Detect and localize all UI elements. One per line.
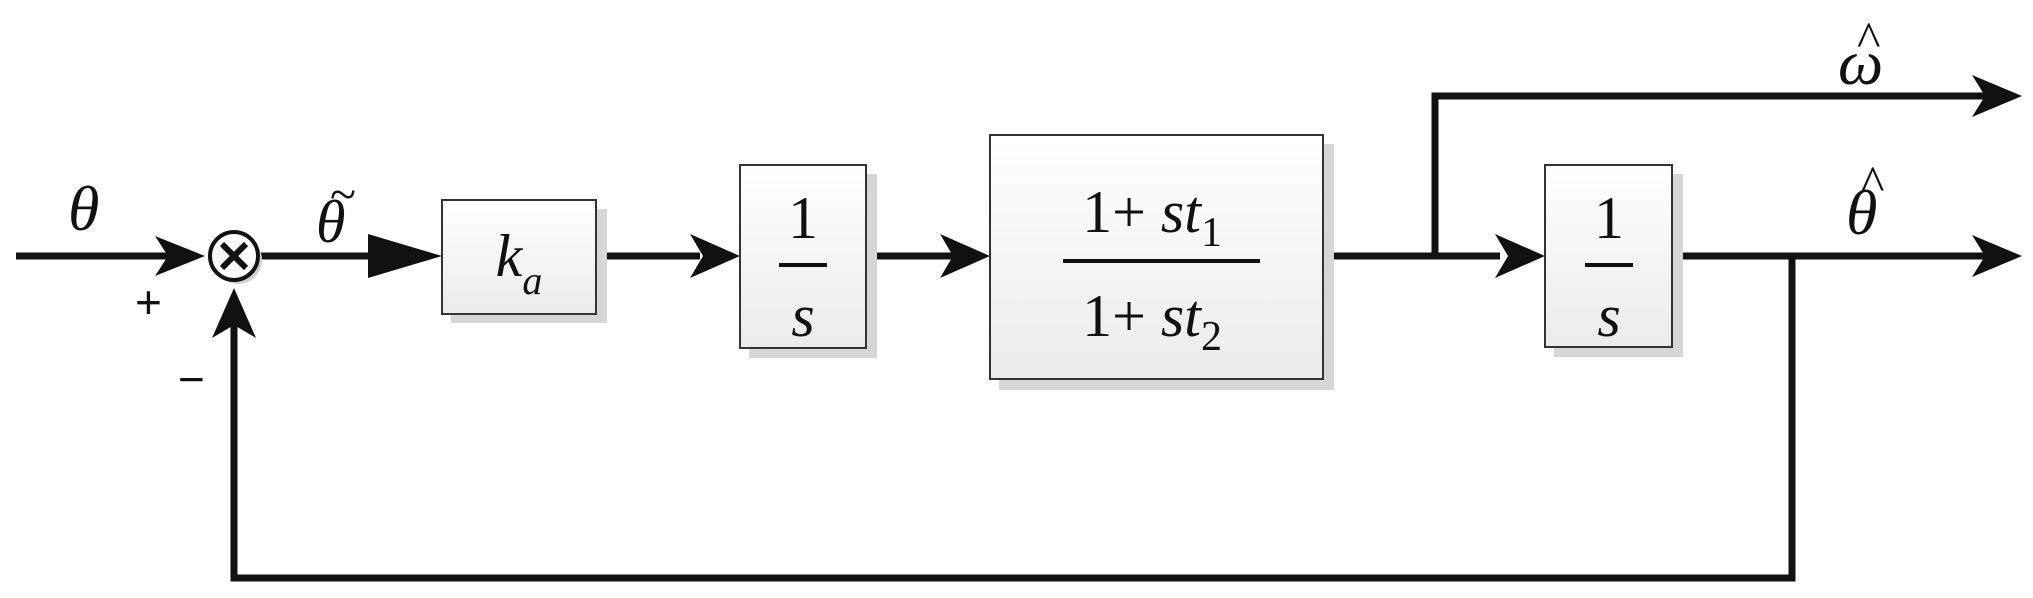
svg-text:ω: ω (1838, 27, 1883, 98)
omega-hat-label: ω ^ (1838, 11, 1883, 98)
error-arrowhead (368, 234, 442, 278)
integrator-block-2: 1 s (1544, 164, 1683, 357)
lead-lag-denominator: 1+ st2 (1082, 283, 1222, 360)
plus-sign: + (135, 276, 162, 328)
gain-block: ka (441, 199, 607, 323)
integrator-block-1: 1 s (739, 164, 877, 358)
theta-hat-label: θ ^ (1846, 155, 1884, 248)
lead-lag-block: 1+ st1 1+ st2 (989, 134, 1334, 390)
integrator2-denominator: s (1597, 283, 1620, 349)
svg-text:θ: θ (1846, 177, 1877, 248)
integrator2-numerator: 1 (1594, 185, 1624, 251)
omega-branch-wire (1431, 92, 1985, 256)
integrator1-numerator: 1 (788, 185, 818, 251)
svg-text:^: ^ (1861, 155, 1884, 211)
gain-label: ka (496, 223, 543, 303)
svg-text:~: ~ (330, 168, 356, 221)
svg-text:^: ^ (1857, 11, 1880, 67)
theta-output-arrowhead (1972, 235, 2022, 277)
minus-sign: − (178, 353, 205, 405)
lead-lag-numerator: 1+ st1 (1082, 179, 1222, 256)
integrator1-arrowhead (690, 234, 740, 278)
feedback-wire (230, 256, 1796, 582)
input-theta-label: θ (68, 173, 99, 244)
summing-junction (208, 230, 262, 284)
svg-text:θ: θ (316, 189, 345, 255)
leadlag-arrowhead (940, 234, 990, 278)
feedback-arrowhead (212, 288, 256, 338)
integrator1-denominator: s (791, 283, 814, 349)
integrator2-arrowhead (1495, 234, 1545, 278)
input-arrowhead (155, 236, 205, 276)
omega-output-arrowhead (1972, 75, 2022, 117)
theta-tilde-label: θ ~ (316, 168, 356, 255)
